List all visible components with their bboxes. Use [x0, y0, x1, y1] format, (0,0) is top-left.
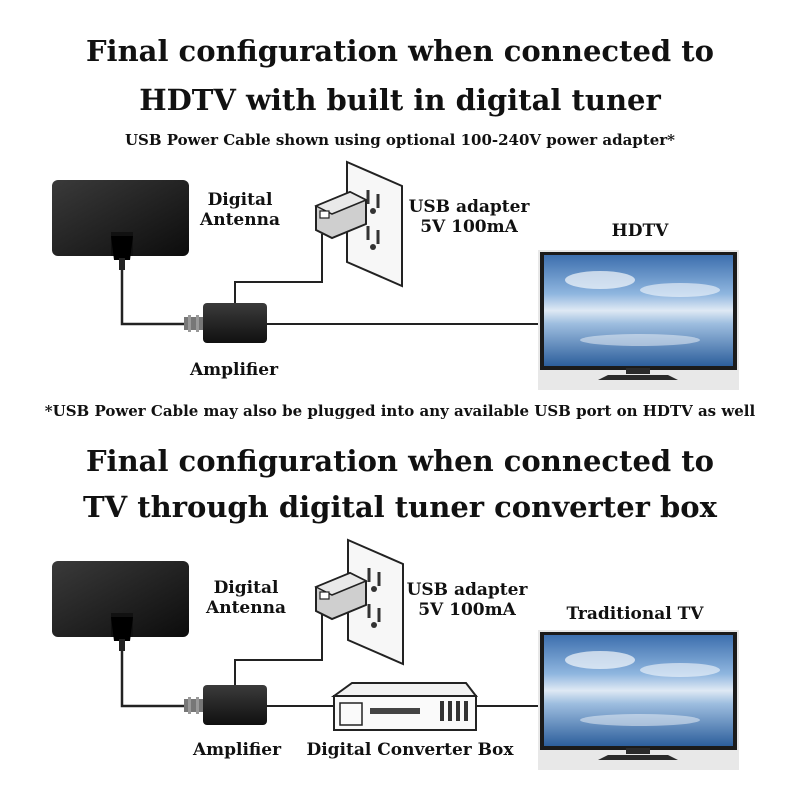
bottom-antenna-label: Digital Antenna: [204, 578, 288, 618]
digital-antenna-icon: [52, 561, 189, 651]
antenna-cable: [120, 270, 184, 326]
top-subtitle: USB Power Cable shown using optional 100…: [124, 131, 676, 149]
top-title-line-1: Final configuration when connected to: [85, 34, 715, 68]
digital-antenna-icon: [52, 180, 189, 270]
bottom-antenna-label-line-1: Digital: [213, 578, 279, 598]
bottom-diagram: [52, 538, 739, 770]
converter-box-icon: [330, 682, 479, 731]
top-title-line-2: HDTV with built in digital tuner: [139, 83, 661, 117]
bottom-title-line-2: TV through digital tuner converter box: [83, 490, 717, 524]
usb-power-cable: [234, 614, 323, 685]
amplifier-icon: [184, 685, 267, 725]
bottom-amplifier-label: Amplifier: [192, 740, 282, 760]
usb-power-cable: [234, 234, 323, 303]
wall-outlet-icon: [346, 160, 403, 288]
top-footnote: *USB Power Cable may also be plugged int…: [44, 402, 756, 420]
hdtv-icon: [538, 250, 739, 390]
top-antenna-label-line-2: Antenna: [200, 210, 280, 230]
amplifier-icon: [184, 303, 267, 343]
antenna-cable: [120, 651, 184, 708]
top-antenna-label-line-1: Digital: [207, 190, 273, 210]
bottom-antenna-label-line-2: Antenna: [206, 598, 286, 618]
usb-adapter-icon: [314, 571, 368, 621]
top-usb-label: USB adapter 5V 100mA: [406, 197, 532, 237]
usb-adapter-icon: [314, 190, 368, 240]
bottom-usb-label-line-1: USB adapter: [406, 580, 528, 600]
top-diagram: [52, 160, 739, 390]
top-usb-label-line-2: 5V 100mA: [420, 217, 518, 237]
traditional-tv-icon: [538, 630, 739, 770]
top-tv-label: HDTV: [611, 221, 669, 241]
bottom-usb-label-line-2: 5V 100mA: [418, 600, 516, 620]
top-usb-label-line-1: USB adapter: [408, 197, 530, 217]
bottom-title-line-1: Final configuration when connected to: [85, 444, 715, 478]
bottom-converter-label: Digital Converter Box: [306, 740, 514, 760]
top-amplifier-label: Amplifier: [189, 360, 279, 380]
bottom-tv-label: Traditional TV: [566, 604, 704, 624]
bottom-usb-label: USB adapter 5V 100mA: [404, 580, 530, 620]
top-antenna-label: Digital Antenna: [198, 190, 282, 230]
